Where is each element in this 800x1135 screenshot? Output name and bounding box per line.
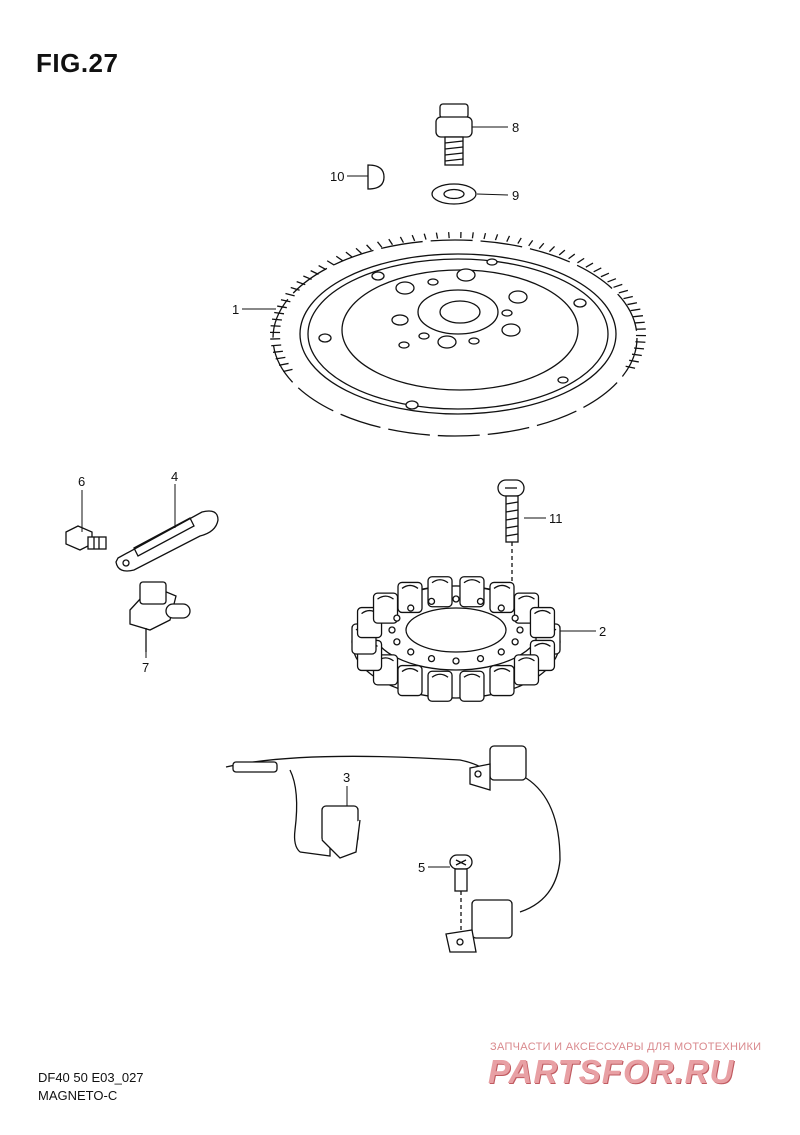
part-3-pulser-coil: [225, 755, 491, 859]
part-3-lower-coil: [445, 899, 513, 953]
part-3-upper-coil: [469, 745, 561, 913]
callout-1: 1: [232, 302, 239, 317]
figure-name: MAGNETO-C: [38, 1088, 118, 1103]
part-10-key: [367, 164, 385, 190]
callouts: 8 9 10 1 11 2 4 6 7 3 5: [78, 120, 606, 875]
callout-5: 5: [418, 860, 425, 875]
part-7-sensor: [129, 581, 191, 652]
part-8-bolt: [435, 103, 473, 166]
callout-6: 6: [78, 474, 85, 489]
callout-8: 8: [512, 120, 519, 135]
callout-4: 4: [171, 469, 178, 484]
part-5-screw: [449, 854, 473, 930]
watermark-caption: ЗАПЧАСТИ И АКСЕССУАРЫ ДЛЯ МОТОТЕХНИКИ: [490, 1041, 762, 1053]
callout-3: 3: [343, 770, 350, 785]
part-2-stator: [351, 576, 561, 702]
part-4-bracket: [115, 510, 219, 572]
part-9-washer: [431, 183, 477, 205]
part-6-bolt: [65, 525, 107, 551]
leader-lines: [81, 126, 596, 868]
part-1-flywheel: [270, 231, 646, 437]
figure-title: FIG.27: [36, 48, 119, 78]
callout-7: 7: [142, 660, 149, 675]
callout-9: 9: [512, 188, 519, 203]
callout-2: 2: [599, 624, 606, 639]
figure-code: DF40 50 E03_027: [38, 1070, 144, 1085]
watermark-logo: PARTSFOR.RU: [488, 1053, 735, 1090]
callout-11: 11: [549, 511, 563, 526]
callout-10: 10: [330, 169, 344, 184]
